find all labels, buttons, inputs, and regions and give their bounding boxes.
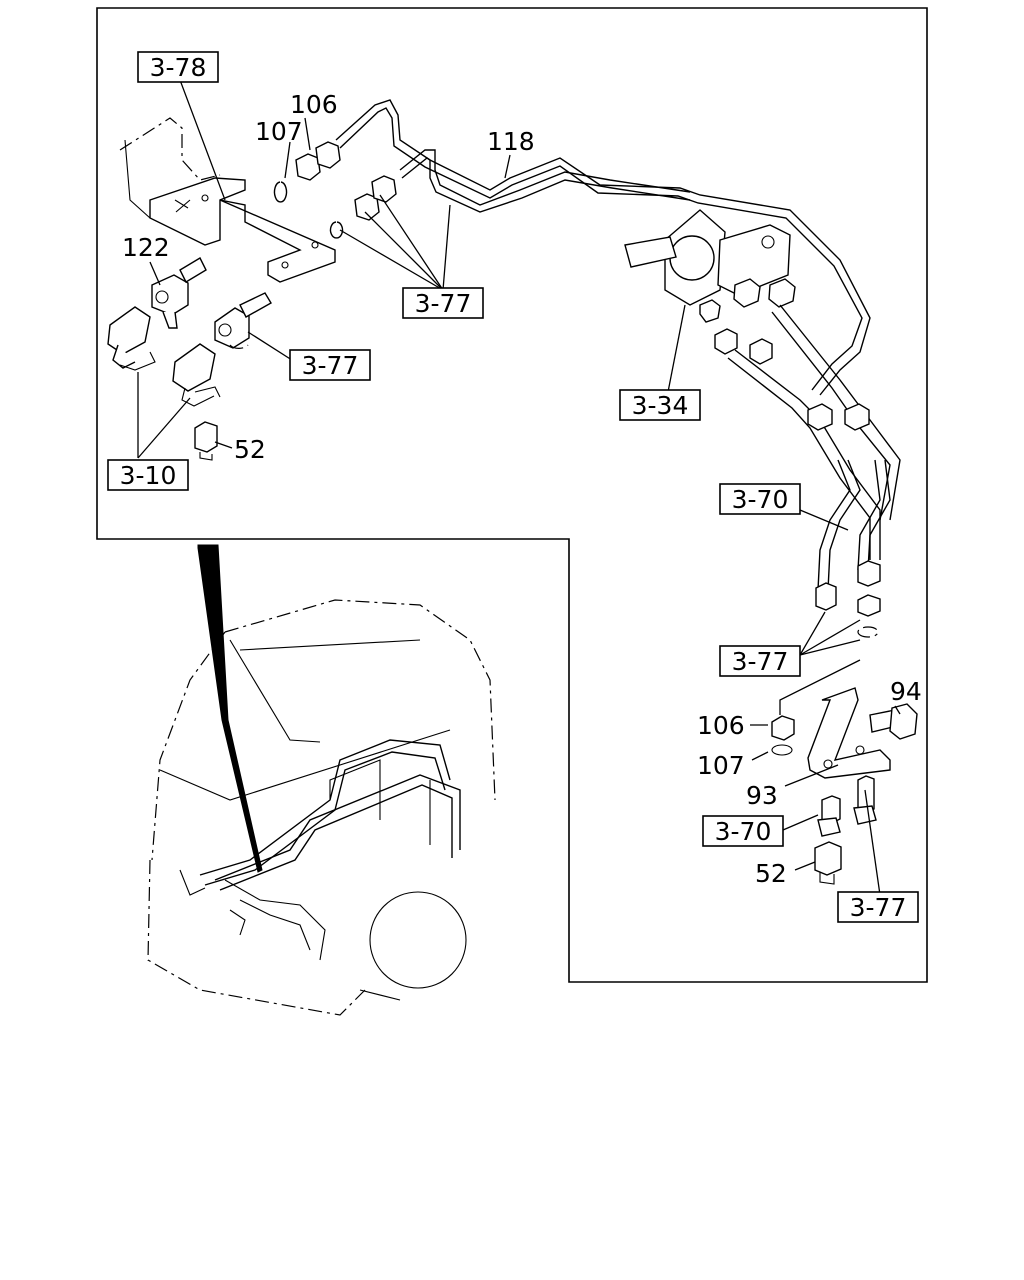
ref-box-3-77-bottom: 3-77 — [837, 891, 919, 923]
part-number-118: 118 — [487, 127, 535, 156]
sensor-mid — [172, 343, 221, 407]
part-number-122: 122 — [122, 233, 170, 262]
ref-box-3-77-top: 3-77 — [402, 287, 484, 319]
fitting-52-top — [194, 421, 218, 461]
part-number-107-bottom: 107 — [697, 751, 745, 780]
part-number-52-top: 52 — [234, 435, 266, 464]
bracket-assembly — [119, 117, 336, 283]
bolt-94 — [869, 703, 918, 740]
lower-pipes — [815, 459, 891, 638]
part-number-93: 93 — [746, 781, 778, 810]
bracket-93 — [807, 687, 891, 779]
ref-box-3-78: 3-78 — [137, 51, 219, 83]
pipe-lines-top — [335, 99, 871, 396]
ref-3-34-text: 3-34 — [632, 391, 689, 420]
ref-box-3-70-top: 3-70 — [719, 483, 801, 515]
valve-mid — [214, 292, 272, 349]
part-number-94: 94 — [890, 677, 922, 706]
part-number-52-bottom: 52 — [755, 859, 787, 888]
detail-pointer-stroke — [197, 544, 263, 873]
nut-row-top — [329, 175, 397, 239]
nut-106-washer-107 — [771, 715, 795, 756]
ref-3-77-top-text: 3-77 — [415, 289, 472, 318]
nut-and-washer-top — [273, 141, 341, 203]
ref-box-3-77-mid: 3-77 — [289, 349, 371, 381]
ref-box-3-70-bottom: 3-70 — [702, 815, 784, 847]
part-number-106-top: 106 — [290, 90, 338, 119]
diagram-frame — [96, 7, 928, 983]
ref-box-3-34: 3-34 — [619, 389, 701, 421]
ref-box-3-77-lower: 3-77 — [719, 645, 801, 677]
ref-3-10-text: 3-10 — [120, 461, 177, 490]
ref-3-77-lower-text: 3-77 — [732, 647, 789, 676]
ref-box-3-10: 3-10 — [107, 459, 189, 491]
ref-3-70-bottom-text: 3-70 — [715, 817, 772, 846]
sensor-left — [107, 306, 156, 371]
ref-3-77-bottom-text: 3-77 — [850, 893, 907, 922]
part-number-107-top: 107 — [255, 117, 303, 146]
part-number-106-bottom: 106 — [697, 711, 745, 740]
leader-lines — [137, 79, 901, 896]
fittings-bottom — [814, 775, 877, 885]
ref-3-77-mid-text: 3-77 — [302, 351, 359, 380]
truck-cab-overview — [147, 599, 496, 1016]
ref-3-78-text: 3-78 — [150, 53, 207, 82]
pump-unit — [624, 209, 901, 560]
valve-122 — [151, 257, 207, 329]
ref-3-70-top-text: 3-70 — [732, 485, 789, 514]
